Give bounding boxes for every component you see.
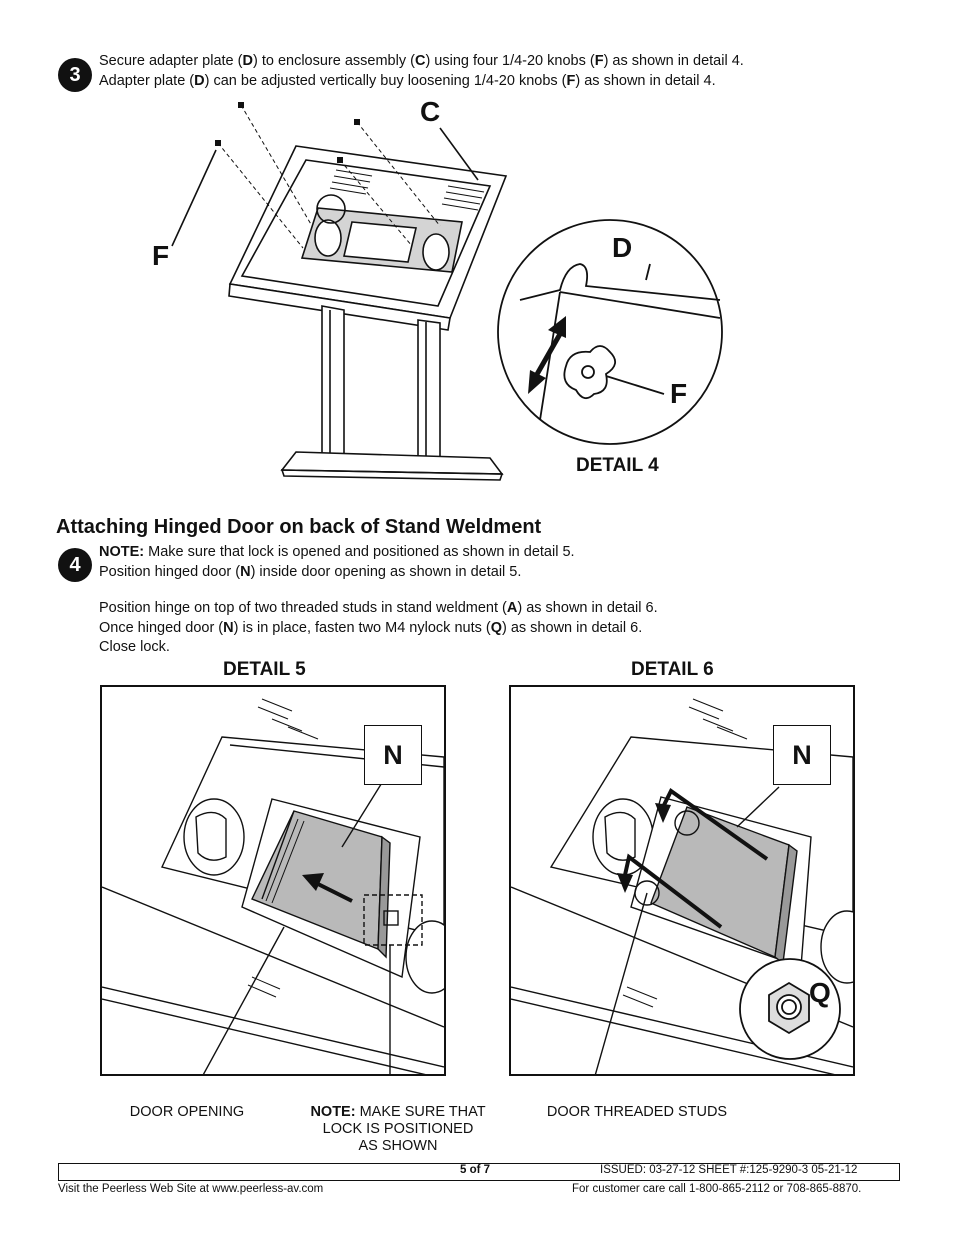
detail-6-label-q: Q xyxy=(809,977,831,1008)
step-3-line-1: Secure adapter plate (D) to enclosure as… xyxy=(99,53,744,69)
caption-threaded-studs: DOOR THREADED STUDS xyxy=(546,1104,728,1120)
footer-issued: ISSUED: 03-27-12 SHEET #:125-9290-3 05-2… xyxy=(600,1164,858,1176)
step-4-line-4: Once hinged door (N) is in place, fasten… xyxy=(99,619,643,636)
caption-lock-note: NOTE: MAKE SURE THAT LOCK IS POSITIONED … xyxy=(310,1104,486,1154)
detail-5-label-n: N xyxy=(364,725,422,785)
kiosk-stand-illustration xyxy=(171,102,723,481)
step-4-note: NOTE: Make sure that lock is opened and … xyxy=(99,544,575,560)
detail-5-illustration xyxy=(102,698,444,1074)
detail-6-title: DETAIL 6 xyxy=(631,659,714,680)
detail-6-illustration xyxy=(511,698,853,1074)
caption-door-opening: DOOR OPENING xyxy=(129,1104,245,1120)
footer-website: Visit the Peerless Web Site at www.peerl… xyxy=(58,1183,324,1195)
step-4-instructions-b: Position hinge on top of two threaded st… xyxy=(99,599,919,658)
detail-4-title: DETAIL 4 xyxy=(576,455,659,476)
footer-customer-care: For customer care call 1-800-865-2112 or… xyxy=(572,1183,862,1195)
step-3-instructions: Secure adapter plate (D) to enclosure as… xyxy=(99,52,919,91)
detail-6-label-n: N xyxy=(773,725,831,785)
step-4-line-2: Position hinged door (N) inside door ope… xyxy=(99,563,522,580)
step-4-badge: 4 xyxy=(58,548,92,582)
detail-5-frame: N xyxy=(100,685,446,1076)
footer-page-number: 5 of 7 xyxy=(460,1164,491,1176)
label-f-left: F xyxy=(152,240,170,271)
step-4-line-5: Close lock. xyxy=(99,639,170,655)
detail-5-title: DETAIL 5 xyxy=(223,659,306,680)
label-d: D xyxy=(612,232,633,263)
step-3-badge: 3 xyxy=(58,58,92,92)
detail-6-frame: N Q xyxy=(509,685,855,1076)
footer-bar xyxy=(58,1163,900,1181)
step-4-instructions-a: NOTE: Make sure that lock is opened and … xyxy=(99,543,919,582)
step-4-line-3: Position hinge on top of two threaded st… xyxy=(99,600,658,616)
step-3-line-2: Adapter plate (D) can be adjusted vertic… xyxy=(99,72,716,89)
section-heading: Attaching Hinged Door on back of Stand W… xyxy=(56,516,542,538)
label-f-right: F xyxy=(670,378,688,409)
label-c: C xyxy=(420,96,441,127)
